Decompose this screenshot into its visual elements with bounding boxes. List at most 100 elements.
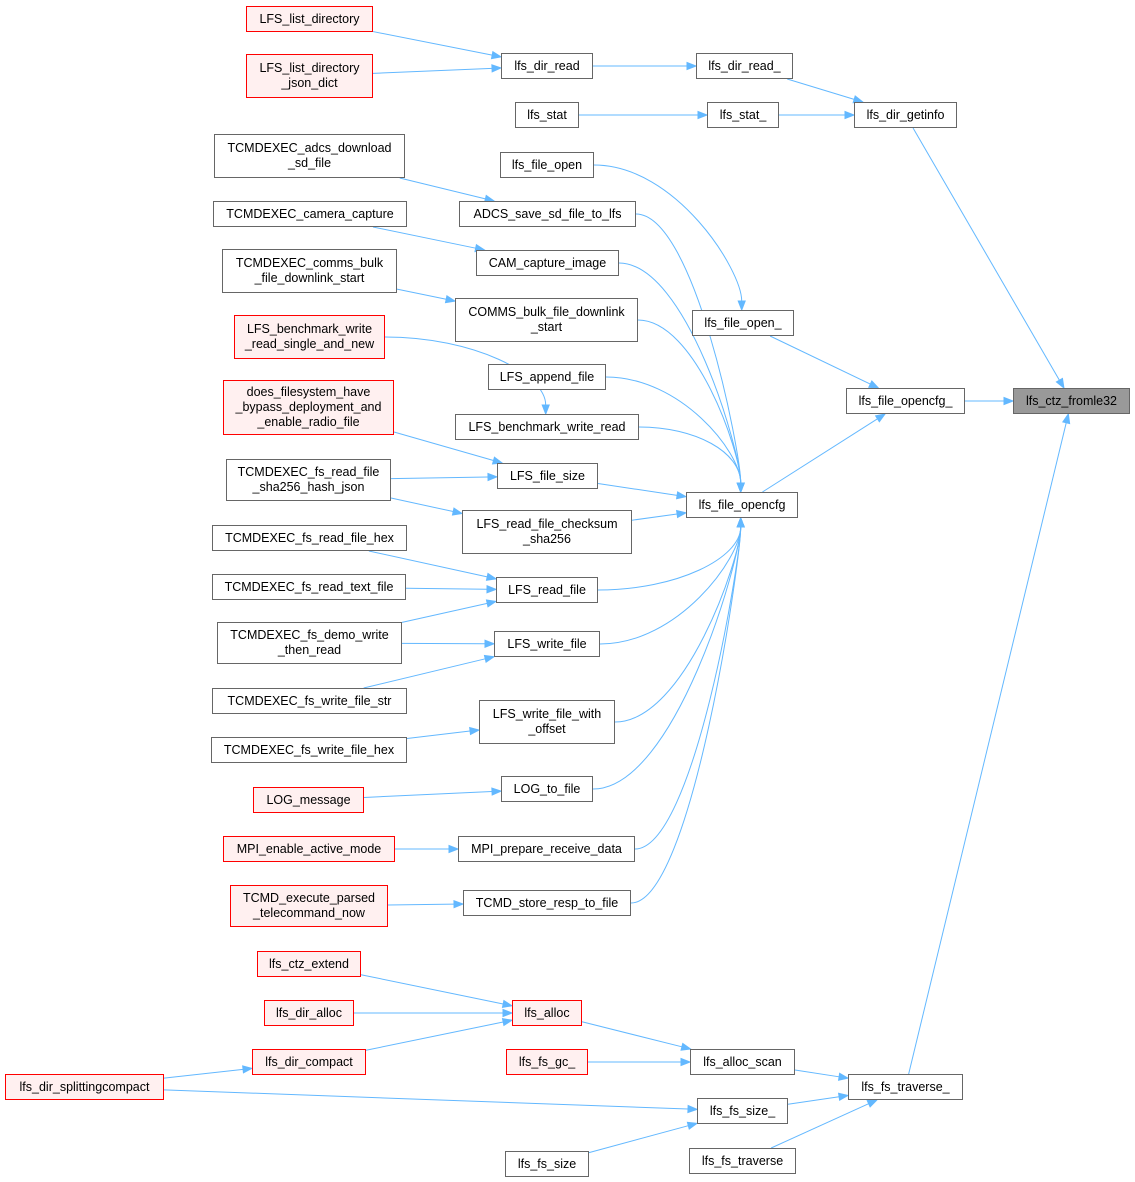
edge-adcs-save-sd-file-to-lfs-to-lfs-file-opencfg bbox=[635, 213, 742, 484]
arrowhead-lfs-fs-size-to-lfs-fs-traverse bbox=[837, 1092, 850, 1102]
node-lfs-fs-traverse[interactable]: lfs_fs_traverse bbox=[689, 1148, 796, 1174]
arrowhead-tcmdexec-fs-write-file-str-to-lfs-write-file bbox=[483, 654, 496, 664]
node-lfs-read-file[interactable]: LFS_read_file bbox=[496, 577, 598, 603]
arrowhead-lfs-dir-read-to-lfs-dir-read bbox=[686, 61, 698, 71]
node-lfs-alloc-scan[interactable]: lfs_alloc_scan bbox=[690, 1049, 795, 1075]
arrowhead-lfs-alloc-scan-to-lfs-fs-traverse bbox=[837, 1072, 850, 1081]
node-lfs-stat[interactable]: lfs_stat_ bbox=[707, 102, 779, 128]
edge-lfs-benchmark-write-read-single-and-new-to-lfs-benchmark-write-read bbox=[384, 336, 547, 406]
node-lfs-dir-read[interactable]: lfs_dir_read_ bbox=[696, 53, 793, 79]
node-lfs-write-file-with-offset[interactable]: LFS_write_file_with _offset bbox=[479, 700, 615, 744]
node-mpi-enable-active-mode[interactable]: MPI_enable_active_mode bbox=[223, 836, 395, 862]
node-tcmdexec-fs-read-file-sha256-hash-json[interactable]: TCMDEXEC_fs_read_file _sha256_hash_json bbox=[226, 459, 391, 501]
node-lfs-fs-size[interactable]: lfs_fs_size_ bbox=[697, 1098, 788, 1124]
node-tcmdexec-fs-read-file-hex[interactable]: TCMDEXEC_fs_read_file_hex bbox=[212, 525, 407, 551]
edge-lfs-dir-splittingcompact-to-lfs-fs-size bbox=[163, 1089, 689, 1110]
arrowhead-tcmdexec-comms-bulk-file-downlink-start-to-comms-bulk-file-downlink-start bbox=[444, 295, 457, 304]
node-tcmdexec-fs-write-file-str[interactable]: TCMDEXEC_fs_write_file_str bbox=[212, 688, 407, 714]
node-lfs-dir-splittingcompact[interactable]: lfs_dir_splittingcompact bbox=[5, 1074, 164, 1100]
node-cam-capture-image[interactable]: CAM_capture_image bbox=[476, 250, 619, 276]
node-lfs-dir-getinfo[interactable]: lfs_dir_getinfo bbox=[854, 102, 957, 128]
node-lfs-file-size[interactable]: LFS_file_size bbox=[497, 463, 598, 489]
node-tcmd-execute-parsed-telecommand-now[interactable]: TCMD_execute_parsed _telecommand_now bbox=[230, 885, 388, 927]
edge-log-message-to-log-to-file bbox=[363, 791, 493, 798]
node-lfs-list-directory[interactable]: LFS_list_directory bbox=[246, 6, 373, 32]
node-lfs-file-open[interactable]: lfs_file_open bbox=[500, 152, 594, 178]
node-lfs-ctz-extend[interactable]: lfs_ctz_extend bbox=[257, 951, 361, 977]
edge-lfs-read-file-to-lfs-file-opencfg bbox=[597, 526, 742, 591]
node-lfs-alloc[interactable]: lfs_alloc bbox=[512, 1000, 582, 1026]
edge-lfs-list-directory-to-lfs-dir-read bbox=[372, 31, 493, 56]
node-lfs-write-file[interactable]: LFS_write_file bbox=[494, 631, 600, 657]
arrowhead-tcmdexec-fs-write-file-hex-to-lfs-write-file-with-offset bbox=[469, 726, 481, 736]
node-lfs-file-opencfg[interactable]: lfs_file_opencfg bbox=[686, 492, 798, 518]
node-lfs-file-opencfg[interactable]: lfs_file_opencfg_ bbox=[846, 388, 965, 414]
node-lfs-dir-alloc[interactable]: lfs_dir_alloc bbox=[264, 1000, 354, 1026]
edge-tcmdexec-fs-read-file-sha256-hash-json-to-lfs-read-file-checksum-sha256 bbox=[390, 497, 454, 513]
node-lfs-read-file-checksum-sha256[interactable]: LFS_read_file_checksum _sha256 bbox=[462, 510, 632, 554]
node-log-to-file[interactable]: LOG_to_file bbox=[501, 776, 593, 802]
arrowhead-log-message-to-log-to-file bbox=[491, 787, 503, 796]
edge-tcmdexec-adcs-download-sd-file-to-adcs-save-sd-file-to-lfs bbox=[399, 177, 486, 200]
node-adcs-save-sd-file-to-lfs[interactable]: ADCS_save_sd_file_to_lfs bbox=[459, 201, 636, 227]
arrowhead-lfs-fs-size-to-lfs-fs-size bbox=[686, 1121, 699, 1130]
node-tcmdexec-fs-write-file-hex[interactable]: TCMDEXEC_fs_write_file_hex bbox=[211, 737, 407, 763]
arrowhead-lfs-fs-traverse-to-lfs-fs-traverse bbox=[866, 1099, 879, 1108]
edge-tcmdexec-fs-write-file-hex-to-lfs-write-file-with-offset bbox=[406, 730, 471, 739]
edge-lfs-fs-size-to-lfs-fs-size bbox=[588, 1125, 689, 1154]
node-lfs-benchmark-write-read-single-and-new[interactable]: LFS_benchmark_write _read_single_and_new bbox=[234, 315, 385, 359]
node-tcmdexec-fs-read-text-file[interactable]: TCMDEXEC_fs_read_text_file bbox=[212, 574, 406, 600]
arrowhead-tcmdexec-fs-read-file-hex-to-lfs-read-file bbox=[485, 572, 498, 581]
edge-lfs-alloc-to-lfs-alloc-scan bbox=[581, 1021, 683, 1048]
edge-lfs-fs-traverse-to-lfs-ctz-fromle32 bbox=[908, 422, 1067, 1075]
arrowhead-lfs-benchmark-write-read-to-lfs-file-opencfg bbox=[736, 482, 745, 494]
edge-tcmdexec-fs-read-file-hex-to-lfs-read-file bbox=[368, 550, 488, 578]
node-log-message[interactable]: LOG_message bbox=[253, 787, 364, 813]
edge-lfs-dir-compact-to-lfs-alloc bbox=[365, 1021, 504, 1051]
node-lfs-append-file[interactable]: LFS_append_file bbox=[488, 364, 606, 390]
node-lfs-fs-size[interactable]: lfs_fs_size bbox=[505, 1151, 589, 1177]
arrowhead-lfs-benchmark-write-read-single-and-new-to-lfs-benchmark-write-read bbox=[541, 404, 550, 416]
arrowhead-tcmdexec-fs-demo-write-then-read-to-lfs-write-file bbox=[484, 639, 496, 648]
node-lfs-fs-gc[interactable]: lfs_fs_gc_ bbox=[506, 1049, 588, 1075]
arrowhead-lfs-fs-gc-to-lfs-alloc-scan bbox=[680, 1057, 692, 1067]
node-lfs-file-open[interactable]: lfs_file_open_ bbox=[692, 310, 794, 336]
node-lfs-dir-read[interactable]: lfs_dir_read bbox=[501, 53, 593, 79]
node-lfs-ctz-fromle32[interactable]: lfs_ctz_fromle32 bbox=[1013, 388, 1130, 414]
node-mpi-prepare-receive-data[interactable]: MPI_prepare_receive_data bbox=[458, 836, 635, 862]
node-tcmdexec-camera-capture[interactable]: TCMDEXEC_camera_capture bbox=[213, 201, 407, 227]
arrowhead-lfs-stat-to-lfs-stat bbox=[697, 110, 709, 120]
node-comms-bulk-file-downlink-start[interactable]: COMMS_bulk_file_downlink _start bbox=[455, 298, 638, 342]
node-lfs-benchmark-write-read[interactable]: LFS_benchmark_write_read bbox=[455, 414, 639, 440]
arrowhead-lfs-fs-traverse-to-lfs-ctz-fromle32 bbox=[1062, 412, 1071, 425]
arrowhead-lfs-file-size-to-lfs-file-opencfg bbox=[675, 491, 688, 500]
edge-does-filesystem-have-bypass-deployment-and-enable-radio-file-to-lfs-file-size bbox=[393, 431, 494, 462]
arrowhead-tcmdexec-fs-read-file-sha256-hash-json-to-lfs-read-file-checksum-sha256 bbox=[451, 507, 464, 516]
arrowhead-tcmd-execute-parsed-telecommand-now-to-tcmd-store-resp-to-file bbox=[453, 899, 465, 909]
arrowhead-tcmdexec-fs-read-file-sha256-hash-json-to-lfs-file-size bbox=[487, 472, 499, 482]
node-lfs-dir-compact[interactable]: lfs_dir_compact bbox=[252, 1049, 366, 1075]
arrowhead-lfs-ctz-extend-to-lfs-alloc bbox=[501, 999, 514, 1009]
edge-tcmdexec-fs-demo-write-then-read-to-lfs-read-file bbox=[401, 602, 488, 623]
edge-tcmdexec-fs-write-file-str-to-lfs-write-file bbox=[363, 658, 486, 689]
node-tcmd-store-resp-to-file[interactable]: TCMD_store_resp_to_file bbox=[463, 890, 631, 916]
edge-tcmdexec-fs-read-file-sha256-hash-json-to-lfs-file-size bbox=[390, 476, 489, 480]
edge-tcmdexec-comms-bulk-file-downlink-start-to-comms-bulk-file-downlink-start bbox=[396, 288, 447, 300]
arrowhead-lfs-list-directory-to-lfs-dir-read bbox=[490, 50, 503, 60]
node-tcmdexec-comms-bulk-file-downlink-start[interactable]: TCMDEXEC_comms_bulk _file_downlink_start bbox=[222, 249, 397, 293]
node-does-filesystem-have-bypass-deployment-and-enable-radio-file[interactable]: does_filesystem_have _bypass_deployment_… bbox=[223, 380, 394, 435]
edge-log-to-file-to-lfs-file-opencfg bbox=[592, 526, 742, 790]
edge-comms-bulk-file-downlink-start-to-lfs-file-opencfg bbox=[637, 319, 742, 484]
edge-lfs-dir-read-to-lfs-dir-getinfo bbox=[787, 78, 855, 100]
node-lfs-list-directory-json-dict[interactable]: LFS_list_directory _json_dict bbox=[246, 54, 373, 98]
node-tcmdexec-fs-demo-write-then-read[interactable]: TCMDEXEC_fs_demo_write _then_read bbox=[217, 622, 402, 664]
edge-lfs-write-file-to-lfs-file-opencfg bbox=[599, 526, 742, 645]
node-lfs-stat[interactable]: lfs_stat bbox=[515, 102, 579, 128]
node-lfs-fs-traverse[interactable]: lfs_fs_traverse_ bbox=[848, 1074, 963, 1100]
arrowhead-lfs-file-opencfg-to-lfs-ctz-fromle32 bbox=[1003, 396, 1015, 406]
arrowhead-lfs-dir-splittingcompact-to-lfs-fs-size bbox=[687, 1104, 699, 1114]
edge-lfs-file-open-to-lfs-file-open bbox=[593, 164, 743, 302]
node-tcmdexec-adcs-download-sd-file[interactable]: TCMDEXEC_adcs_download _sd_file bbox=[214, 134, 405, 178]
call-edges bbox=[163, 31, 1071, 1154]
